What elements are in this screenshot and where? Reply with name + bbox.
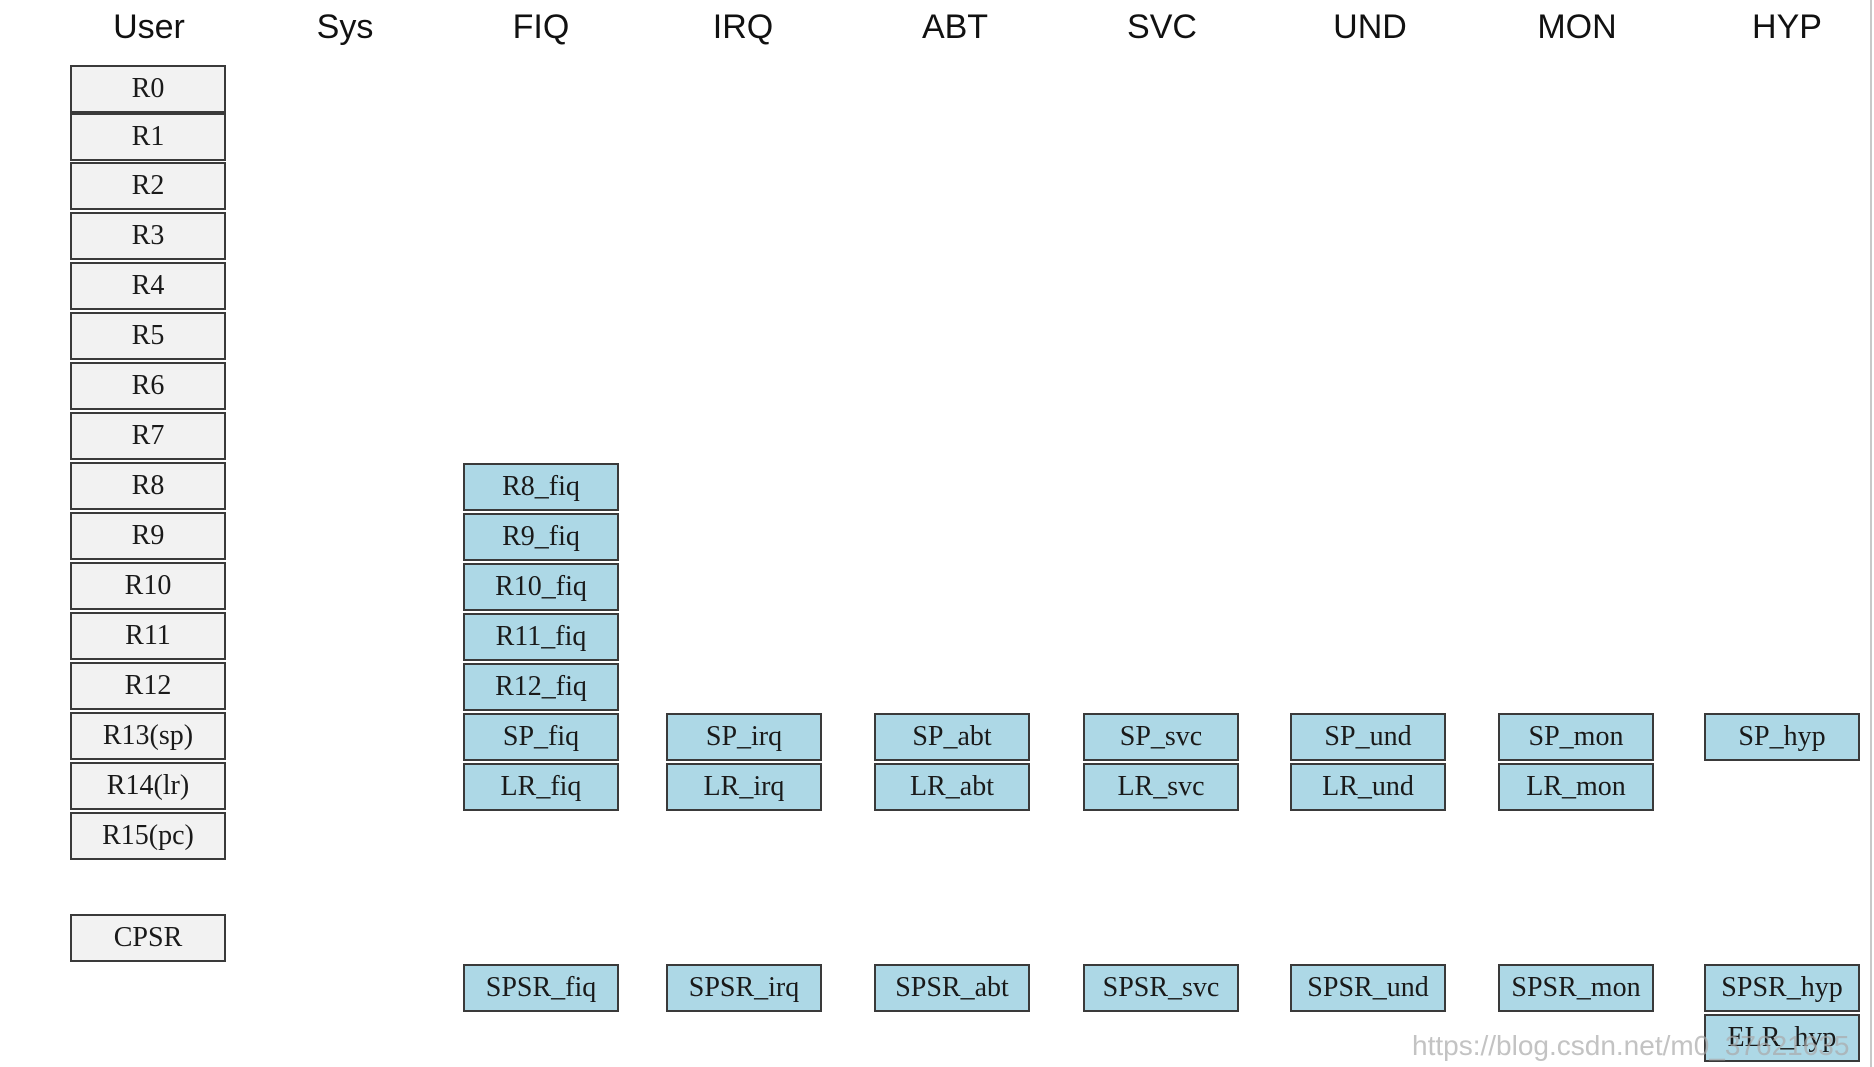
column-header-irq: IRQ xyxy=(712,8,774,46)
register-sp-svc: SP_svc xyxy=(1083,713,1239,761)
register-r6: R6 xyxy=(70,362,226,410)
column-header-sys: Sys xyxy=(316,8,374,46)
column-header-svc: SVC xyxy=(1127,8,1197,46)
register-elr-hyp: ELR_hyp xyxy=(1704,1014,1860,1062)
register-r8: R8 xyxy=(70,462,226,510)
register-sp-und: SP_und xyxy=(1290,713,1446,761)
register-lr-mon: LR_mon xyxy=(1498,763,1654,811)
watermark: https://blog.csdn.net/m0_37621635 xyxy=(1412,1030,1850,1061)
column-header-user: User xyxy=(113,8,185,46)
column-header-abt: ABT xyxy=(921,8,989,46)
register-r1: R1 xyxy=(70,113,226,161)
register-sp-hyp: SP_hyp xyxy=(1704,713,1860,761)
register-sp-mon: SP_mon xyxy=(1498,713,1654,761)
column-header-hyp: HYP xyxy=(1752,8,1822,46)
register-spsr-hyp: SPSR_hyp xyxy=(1704,964,1860,1012)
register-lr-svc: LR_svc xyxy=(1083,763,1239,811)
register-r12: R12 xyxy=(70,662,226,710)
register-lr-abt: LR_abt xyxy=(874,763,1030,811)
register-r10-fiq: R10_fiq xyxy=(463,563,619,611)
register-r5: R5 xyxy=(70,312,226,360)
register-r8-fiq: R8_fiq xyxy=(463,463,619,511)
register-cpsr: CPSR xyxy=(70,914,226,962)
register-lr-und: LR_und xyxy=(1290,763,1446,811)
register-spsr-mon: SPSR_mon xyxy=(1498,964,1654,1012)
register-r0: R0 xyxy=(70,65,226,113)
register-r9: R9 xyxy=(70,512,226,560)
register-sp-abt: SP_abt xyxy=(874,713,1030,761)
register-r9-fiq: R9_fiq xyxy=(463,513,619,561)
register-spsr-irq: SPSR_irq xyxy=(666,964,822,1012)
register-r11-fiq: R11_fiq xyxy=(463,613,619,661)
column-header-mon: MON xyxy=(1537,8,1617,46)
register-r14-lr: R14(lr) xyxy=(70,762,226,810)
column-header-und: UND xyxy=(1333,8,1407,46)
register-spsr-und: SPSR_und xyxy=(1290,964,1446,1012)
register-sp-irq: SP_irq xyxy=(666,713,822,761)
register-lr-fiq: LR_fiq xyxy=(463,763,619,811)
register-r7: R7 xyxy=(70,412,226,460)
register-sp-fiq: SP_fiq xyxy=(463,713,619,761)
register-r4: R4 xyxy=(70,262,226,310)
register-lr-irq: LR_irq xyxy=(666,763,822,811)
register-spsr-fiq: SPSR_fiq xyxy=(463,964,619,1012)
register-r2: R2 xyxy=(70,162,226,210)
register-r13-sp: R13(sp) xyxy=(70,712,226,760)
register-spsr-abt: SPSR_abt xyxy=(874,964,1030,1012)
register-r3: R3 xyxy=(70,212,226,260)
register-r12-fiq: R12_fiq xyxy=(463,663,619,711)
right-edge-divider xyxy=(1870,0,1872,1067)
register-spsr-svc: SPSR_svc xyxy=(1083,964,1239,1012)
register-r10: R10 xyxy=(70,562,226,610)
register-r15-pc: R15(pc) xyxy=(70,812,226,860)
register-r11: R11 xyxy=(70,612,226,660)
column-header-fiq: FIQ xyxy=(512,8,570,46)
